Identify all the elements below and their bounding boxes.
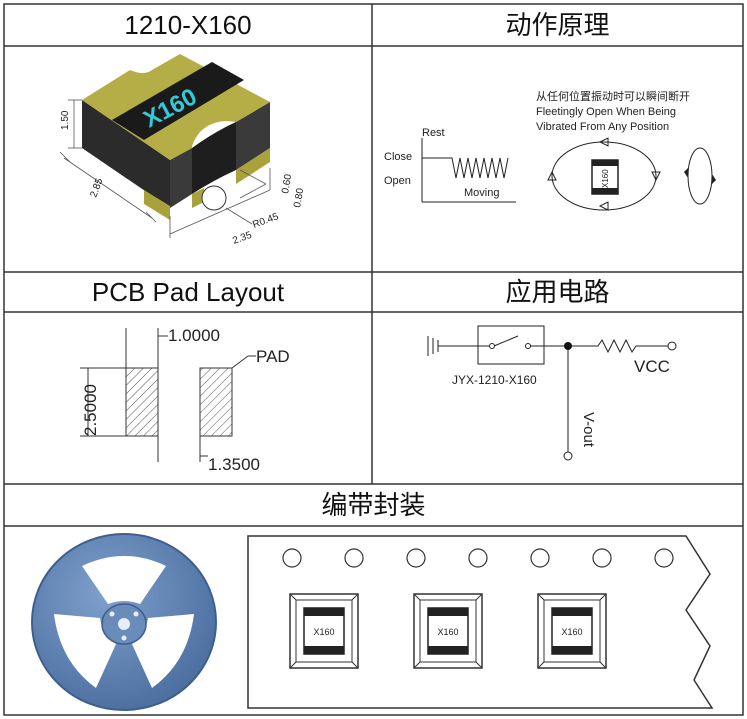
tape-pocket-3: X160 — [537, 593, 607, 669]
circuit-vcc-label: VCC — [634, 357, 670, 376]
section-title-pcb: PCB Pad Layout — [91, 277, 285, 307]
arrow-top — [598, 137, 609, 147]
part-top-band — [112, 62, 244, 140]
pcb-pad-width: 1.0000 — [168, 326, 220, 345]
rotation-loop — [687, 147, 713, 205]
principle-chip-label: X160 — [601, 169, 610, 188]
pad-left — [125, 367, 159, 437]
motion-ellipse — [551, 141, 657, 211]
label-close: Close — [384, 151, 412, 163]
part-side-left — [82, 100, 170, 208]
label-moving: Moving — [464, 187, 499, 199]
sprocket-hole — [344, 548, 364, 568]
part-drawing: X160 1.50 2.85 2.35 R0.45 0.80 0.60 — [59, 54, 306, 247]
part-side-right2 — [236, 102, 270, 170]
section-title-circuit: 应用电路 — [505, 277, 610, 307]
section-title-principle: 动作原理 — [505, 10, 610, 40]
circuit-part-label: JYX-1210-X160 — [452, 373, 537, 387]
pcb-layout: 1.0000 2.5000 1.3500 PAD — [80, 326, 290, 474]
part-olive-left — [144, 190, 170, 220]
reel-cutout-right — [132, 614, 194, 688]
part-slot-circle — [201, 185, 227, 211]
part-olive-right2 — [236, 148, 270, 184]
sprocket-hole — [468, 548, 488, 568]
junction-dot — [564, 342, 572, 350]
dim-slot-depth: 0.60 — [280, 173, 294, 195]
sprocket-hole — [406, 548, 426, 568]
dim-height: 1.50 — [60, 110, 71, 130]
tape-pocket-1: X160 — [289, 593, 359, 669]
reel-cutout-top — [82, 556, 166, 604]
part-side-right — [170, 148, 192, 208]
label-rest: Rest — [422, 127, 445, 139]
principle-en-line2: Vibrated From Any Position — [536, 121, 669, 133]
label-open: Open — [384, 175, 411, 187]
dim-radius: R0.45 — [251, 211, 280, 231]
section-title-part: 1210-X160 — [124, 10, 252, 40]
pcb-pad-height: 2.5000 — [81, 384, 100, 436]
dim-slot: 0.80 — [292, 187, 306, 209]
carrier-tape: X160 X160 X160 — [247, 535, 714, 709]
part-olive-right — [192, 188, 204, 208]
sprocket-hole — [592, 548, 612, 568]
sprocket-hole — [654, 548, 674, 568]
part-slot — [192, 122, 236, 194]
arrow-left — [547, 170, 557, 181]
sprocket-hole — [282, 548, 302, 568]
reel-cutout-left — [54, 614, 116, 688]
tape-chip-label: X160 — [313, 627, 334, 637]
tape-chip-label: X160 — [437, 627, 458, 637]
arrow-right — [651, 171, 661, 182]
pcb-pad-gap: 1.3500 — [208, 455, 260, 474]
tape-pocket-2: X160 — [413, 593, 483, 669]
sprocket-hole — [530, 548, 550, 568]
circuit-vout-label: V-out — [580, 412, 597, 448]
reel-illustration — [31, 533, 217, 711]
dim-length: 2.85 — [88, 177, 105, 199]
switch-box — [477, 325, 545, 365]
pad-right — [199, 367, 233, 437]
arrow-bottom — [598, 201, 609, 211]
principle-cn-caption: 从任何位置振动时可以瞬间断开 — [536, 89, 690, 103]
section-title-tape: 编带封装 — [321, 490, 426, 520]
dim-width: 2.35 — [231, 230, 253, 247]
app-circuit: JYX-1210-X160 VCC V-out — [427, 325, 677, 461]
principle-en-line1: Fleetingly Open When Being — [536, 106, 676, 118]
pcb-pad-label: PAD — [256, 347, 290, 366]
tape-chip-label: X160 — [561, 627, 582, 637]
principle-diagram: 从任何位置振动时可以瞬间断开 Fleetingly Open When Bein… — [384, 89, 716, 211]
